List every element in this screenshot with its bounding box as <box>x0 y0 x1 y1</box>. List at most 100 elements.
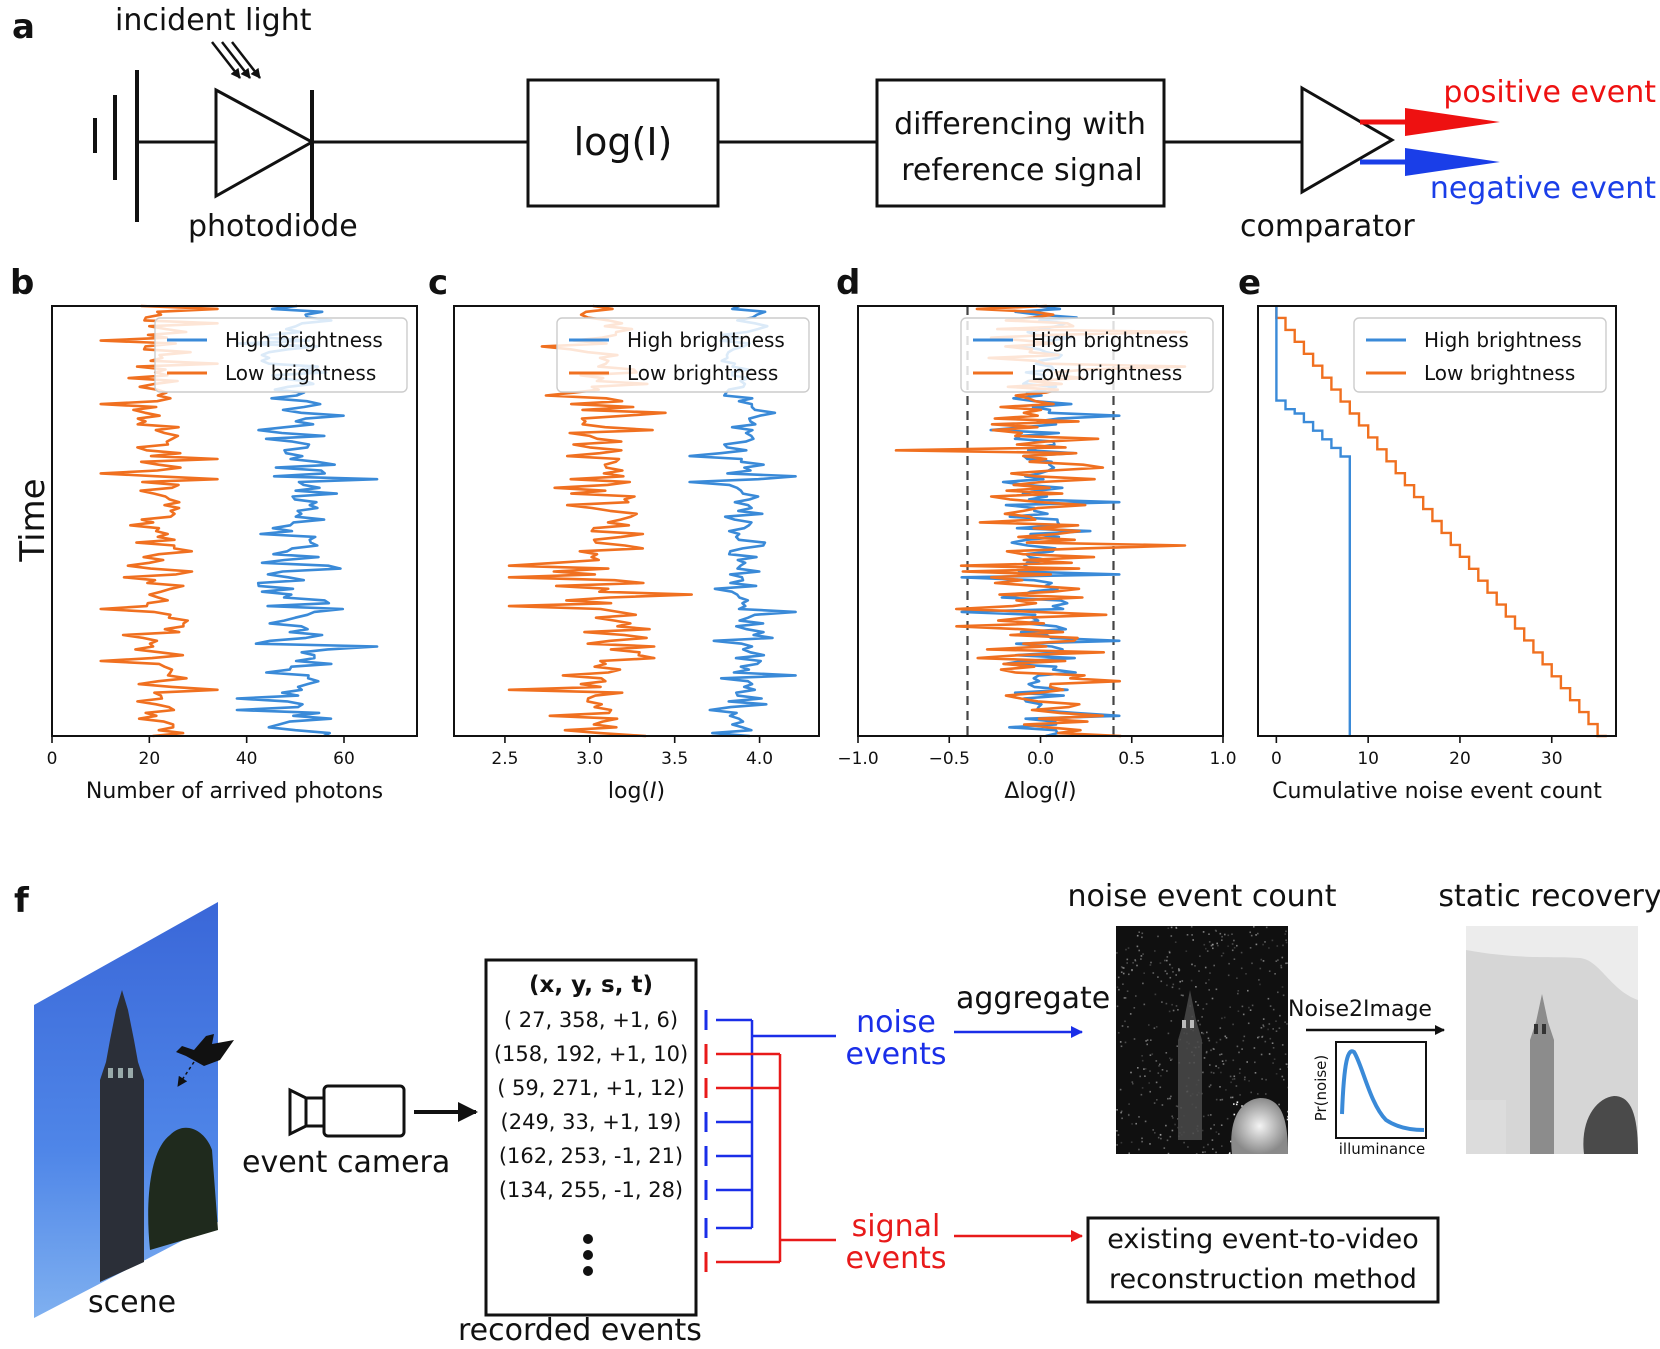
noise-speck <box>1127 1113 1130 1116</box>
noise-speck <box>1201 1031 1203 1034</box>
legend-label-low: Low brightness <box>1031 361 1182 385</box>
noise-speck <box>1230 1096 1232 1099</box>
legend-label-low: Low brightness <box>627 361 778 385</box>
noise-speck <box>1221 1145 1223 1147</box>
noise-speck <box>1199 955 1201 957</box>
incident-light-label: incident light <box>115 3 312 38</box>
noise-speck <box>1286 962 1288 964</box>
noise-speck <box>1136 945 1139 948</box>
noise-speck <box>1149 1090 1151 1093</box>
noise-speck <box>1240 951 1243 954</box>
noise-speck <box>1122 983 1124 985</box>
noise-speck <box>1225 1059 1227 1062</box>
noise-speck <box>1151 1053 1154 1055</box>
noise-speck <box>1119 1041 1122 1043</box>
x-axis-label: Δlog(I) <box>1004 779 1076 804</box>
axes-frame <box>453 305 820 737</box>
noise-speck <box>1171 1115 1173 1118</box>
noise-speck <box>1116 1144 1118 1146</box>
legend-box <box>154 317 408 393</box>
noise-speck <box>1215 1131 1218 1133</box>
noise-speck <box>1141 1087 1144 1089</box>
noise-speck <box>1157 1136 1160 1139</box>
event-row: ( 27, 358, +1, 6) <box>504 1008 678 1032</box>
noise-speck <box>1278 1103 1280 1106</box>
noise-speck <box>1259 967 1262 970</box>
noise-speck <box>1159 962 1162 964</box>
noise-speck <box>1136 964 1138 967</box>
x-axis-label: Cumulative noise event count <box>1272 779 1602 804</box>
noise-speck <box>1172 1117 1174 1119</box>
panel-a: a incident light photodiode log(I) diffe… <box>12 3 1656 244</box>
noise-speck <box>1152 972 1155 974</box>
noise-speck <box>1138 931 1140 933</box>
events-header: (x, y, s, t) <box>529 972 653 998</box>
noise-speck <box>1157 935 1159 938</box>
noise-speck <box>1160 980 1163 983</box>
noise-speck <box>1232 1023 1234 1026</box>
noise-speck <box>1227 945 1229 947</box>
noise-speck <box>1219 932 1222 935</box>
noise-speck <box>1195 986 1197 988</box>
noise-speck <box>1195 1153 1198 1155</box>
noise-speck <box>1171 1129 1174 1132</box>
noise-speck <box>1117 1134 1120 1136</box>
legend-label-high: High brightness <box>1031 328 1189 352</box>
noise-speck <box>1233 1113 1236 1116</box>
noise-speck <box>1165 1002 1168 1005</box>
noise-speck <box>1233 1103 1235 1105</box>
noise-speck <box>1169 963 1171 966</box>
noise-speck <box>1211 997 1214 1000</box>
x-tick-label: 2.5 <box>491 749 518 769</box>
noise-speck <box>1154 1132 1156 1134</box>
noise-speck <box>1123 997 1126 999</box>
noise-speck <box>1222 952 1225 955</box>
noise-speck <box>1117 976 1120 979</box>
noise-speck <box>1208 1039 1211 1042</box>
noise-speck <box>1284 1021 1286 1023</box>
noise-speck <box>1146 1043 1148 1046</box>
noise-events-label-1: noise <box>856 1005 936 1040</box>
noise-speck <box>1261 1036 1263 1038</box>
negative-event-label: negative event <box>1430 171 1656 206</box>
noise-speck <box>1149 1054 1152 1056</box>
noise-speck <box>1170 1020 1173 1022</box>
panel-label-c: c <box>428 263 448 303</box>
noise-speck <box>1219 1099 1222 1101</box>
negative-event-arrow <box>1360 148 1500 176</box>
noise-speck <box>1247 1022 1250 1025</box>
noise-speck <box>1172 971 1174 973</box>
noise-speck <box>1128 1152 1130 1155</box>
noise-speck <box>1128 1114 1130 1117</box>
noise-speck <box>1224 1035 1227 1038</box>
noise-speck <box>1168 951 1171 954</box>
noise-speck <box>1221 935 1223 938</box>
noise-speck <box>1122 972 1125 975</box>
noise-speck <box>1177 1118 1179 1120</box>
noise-speck <box>1202 1032 1205 1035</box>
panel-label-d: d <box>836 263 860 303</box>
noise-speck <box>1124 1041 1127 1044</box>
noise-speck <box>1159 1063 1161 1066</box>
noise-speck <box>1180 994 1183 996</box>
noise-speck <box>1262 943 1264 946</box>
noise-speck <box>1271 939 1274 942</box>
noise-speck <box>1148 1024 1150 1026</box>
noise-speck <box>1177 1009 1179 1011</box>
noise-speck <box>1236 944 1238 947</box>
noise-speck <box>1251 962 1253 965</box>
noise-speck <box>1282 994 1285 997</box>
noise-speck <box>1149 964 1152 966</box>
noise-speck <box>1140 958 1142 960</box>
noise-speck <box>1229 1006 1231 1008</box>
noise-speck <box>1128 1103 1130 1105</box>
legend-box <box>1353 317 1607 393</box>
noise-speck <box>1221 939 1223 941</box>
noise-speck <box>1202 931 1205 933</box>
noise-speck <box>1135 1122 1137 1125</box>
noise-speck <box>1237 1010 1240 1012</box>
noise-speck <box>1181 980 1184 982</box>
